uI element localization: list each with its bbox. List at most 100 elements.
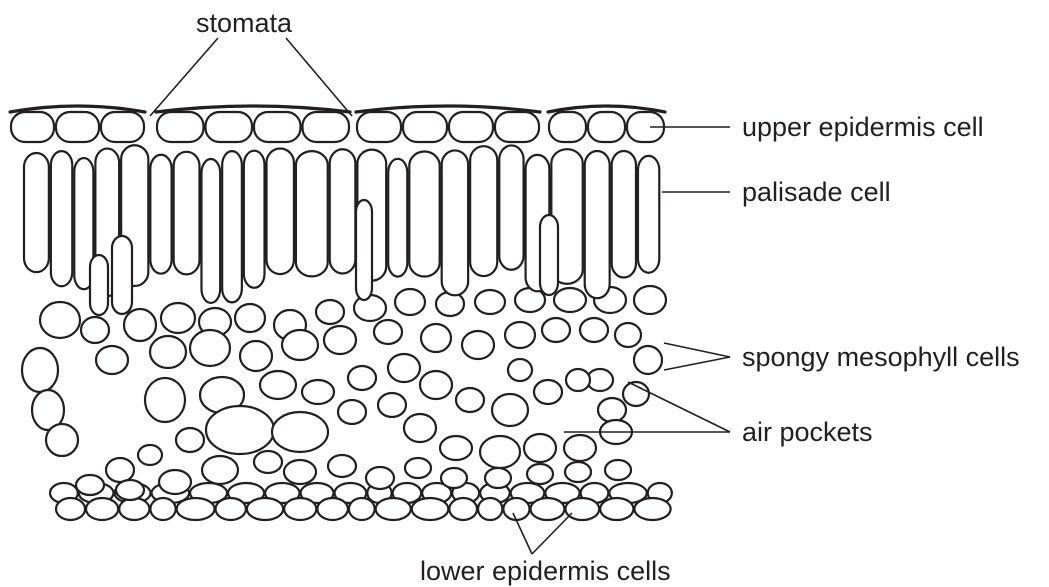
upper-epidermis-cell bbox=[206, 112, 253, 142]
upper-epidermis-layer bbox=[10, 106, 665, 142]
spongy-mesophyll-cell bbox=[190, 330, 230, 366]
palisade-cell bbox=[470, 146, 497, 276]
spongy-mesophyll-cell bbox=[554, 288, 586, 312]
palisade-cell bbox=[409, 152, 439, 277]
spongy-mesophyll-cell bbox=[534, 380, 562, 404]
palisade-cell bbox=[356, 200, 372, 300]
label-spongy-mesophyll-cells: spongy mesophyll cells bbox=[742, 344, 1020, 371]
spongy-mesophyll-cell bbox=[566, 369, 590, 391]
spongy-mesophyll-cell bbox=[598, 398, 626, 422]
spongy-mesophyll-cell bbox=[524, 434, 556, 462]
leader-stomata-right bbox=[286, 38, 352, 116]
lower-epidermis-cell bbox=[247, 498, 283, 520]
palisade-cell bbox=[296, 151, 328, 276]
spongy-mesophyll-cell bbox=[462, 331, 494, 359]
spongy-mesophyll-cell bbox=[282, 330, 318, 360]
spongy-mesophyll-cell bbox=[145, 378, 185, 422]
lower-epidermis-cell bbox=[216, 498, 246, 520]
palisade-cell bbox=[201, 159, 220, 303]
leader-spongy-2 bbox=[664, 357, 730, 370]
spongy-mesophyll-cell bbox=[235, 304, 265, 332]
spongy-mesophyll-cell bbox=[124, 309, 156, 341]
lower-epidermis-cell bbox=[600, 498, 633, 520]
spongy-mesophyll-layer bbox=[22, 286, 666, 500]
palisade-cell bbox=[150, 155, 171, 274]
spongy-mesophyll-cell bbox=[284, 460, 316, 484]
spongy-mesophyll-cell bbox=[46, 424, 78, 456]
spongy-mesophyll-cell bbox=[527, 464, 553, 484]
lower-epidermis-cell bbox=[376, 498, 411, 520]
spongy-mesophyll-cell bbox=[456, 388, 484, 412]
palisade-cell bbox=[388, 159, 407, 277]
label-lower-epidermis-cells: lower epidermis cells bbox=[420, 558, 671, 585]
palisade-cell bbox=[222, 151, 242, 302]
upper-epidermis-cell bbox=[56, 112, 99, 142]
spongy-mesophyll-cell bbox=[440, 436, 472, 460]
lower-epidermis-cell bbox=[284, 498, 316, 520]
spongy-mesophyll-cell bbox=[366, 467, 394, 489]
spongy-mesophyll-cell bbox=[615, 323, 641, 347]
palisade-cell bbox=[638, 156, 659, 273]
lower-epidermis-cell bbox=[177, 498, 215, 520]
palisade-cell bbox=[244, 151, 265, 288]
spongy-mesophyll-cell bbox=[161, 303, 195, 333]
spongy-mesophyll-cell bbox=[338, 400, 366, 424]
spongy-mesophyll-cell bbox=[272, 412, 328, 452]
spongy-mesophyll-cell bbox=[404, 414, 436, 442]
spongy-mesophyll-cell bbox=[354, 295, 386, 321]
lower-epidermis-cell bbox=[412, 498, 449, 520]
lower-epidermis-cell bbox=[503, 498, 529, 520]
palisade-cell bbox=[24, 153, 49, 272]
spongy-mesophyll-cell bbox=[206, 406, 274, 454]
spongy-mesophyll-cell bbox=[324, 326, 356, 354]
spongy-mesophyll-cell bbox=[634, 286, 666, 314]
spongy-mesophyll-cell bbox=[138, 445, 162, 465]
leader-air-1 bbox=[628, 382, 730, 432]
lower-epidermis-cell bbox=[531, 498, 565, 520]
label-upper-epidermis-cell: upper epidermis cell bbox=[742, 114, 984, 141]
spongy-mesophyll-cell bbox=[150, 336, 186, 368]
upper-epidermis-cell bbox=[303, 112, 350, 142]
lower-epidermis-cell bbox=[56, 498, 85, 520]
palisade-cell bbox=[174, 152, 200, 275]
label-palisade-cell: palisade cell bbox=[742, 179, 891, 206]
palisade-cell bbox=[499, 145, 523, 269]
spongy-mesophyll-cell bbox=[421, 324, 451, 352]
spongy-mesophyll-cell bbox=[22, 348, 58, 392]
spongy-mesophyll-cell bbox=[374, 320, 402, 344]
spongy-mesophyll-cell bbox=[505, 322, 535, 348]
spongy-mesophyll-cell bbox=[388, 354, 420, 382]
label-air-pockets: air pockets bbox=[742, 419, 873, 446]
label-stomata: stomata bbox=[196, 10, 292, 37]
upper-epidermis-cell bbox=[357, 112, 401, 142]
palisade-cell bbox=[267, 148, 294, 274]
lower-epidermis-cell bbox=[478, 498, 502, 520]
spongy-mesophyll-cell bbox=[395, 289, 425, 315]
spongy-mesophyll-cell bbox=[492, 394, 528, 426]
spongy-mesophyll-cell bbox=[176, 428, 204, 452]
palisade-cell bbox=[442, 150, 468, 295]
spongy-mesophyll-cell bbox=[564, 435, 596, 461]
palisade-cell bbox=[51, 151, 72, 286]
lower-epidermis-cell bbox=[449, 498, 477, 520]
leader-spongy-1 bbox=[664, 343, 730, 357]
lower-epidermis-cell bbox=[349, 498, 375, 520]
spongy-mesophyll-cell bbox=[106, 458, 134, 482]
upper-epidermis-cell bbox=[157, 112, 204, 142]
palisade-cell bbox=[112, 236, 132, 314]
spongy-mesophyll-cell bbox=[378, 393, 406, 417]
palisade-cell bbox=[90, 255, 108, 315]
spongy-mesophyll-cell bbox=[485, 468, 511, 488]
palisade-cell bbox=[585, 151, 610, 298]
spongy-mesophyll-cell bbox=[76, 475, 104, 495]
spongy-mesophyll-cell bbox=[508, 359, 532, 381]
upper-epidermis-cell bbox=[449, 112, 493, 142]
palisade-cell bbox=[540, 215, 558, 295]
spongy-mesophyll-cell bbox=[302, 380, 334, 404]
upper-epidermis-cell bbox=[403, 112, 447, 142]
upper-epidermis-cell bbox=[495, 112, 539, 142]
lower-epidermis-cell bbox=[150, 498, 175, 520]
spongy-mesophyll-cell bbox=[405, 458, 431, 478]
upper-epidermis-cell bbox=[254, 112, 301, 142]
